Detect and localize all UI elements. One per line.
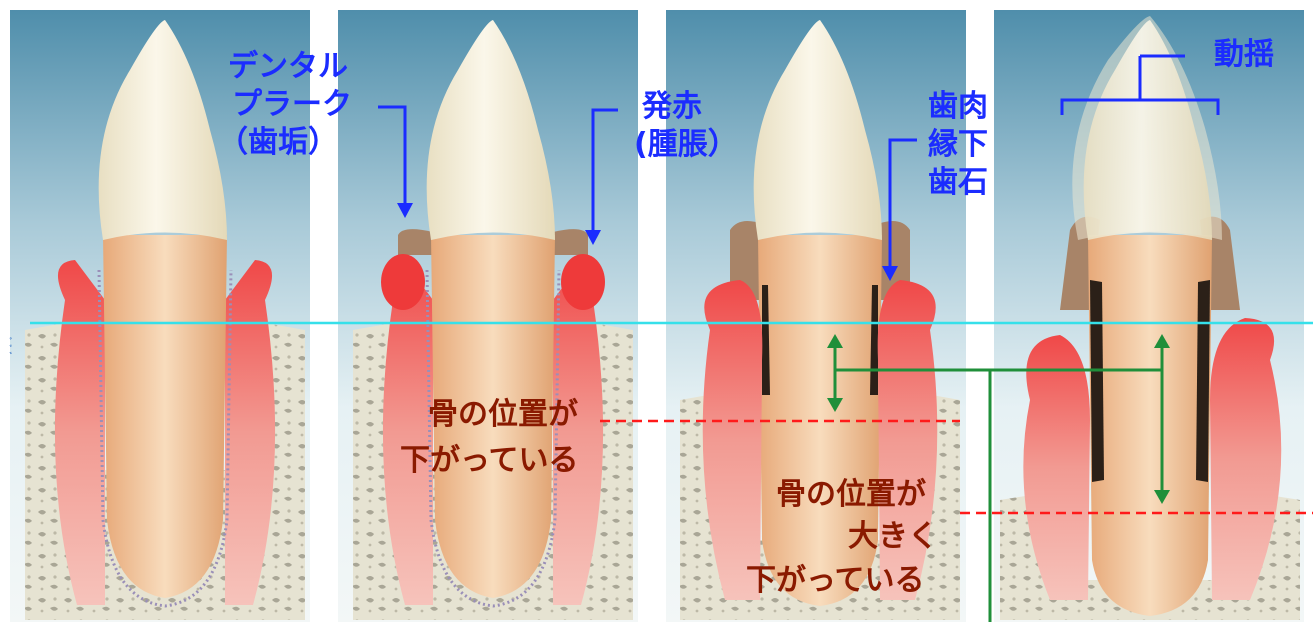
- label-bone-greatly-lowered-line1: 骨の位置が: [776, 477, 926, 512]
- label-redness-line2: (腫脹）: [634, 127, 738, 162]
- label-plaque-line1: デンタル: [228, 49, 348, 84]
- edge-mark: ﾞ ﾞ ﾞ: [0, 337, 12, 356]
- swollen-gum-right: [561, 254, 605, 310]
- label-bone-greatly-lowered-line3: 下がっている: [746, 563, 925, 598]
- label-calculus-line2: 縁下: [928, 127, 988, 162]
- label-calculus-line1: 歯肉: [928, 89, 988, 124]
- label-calculus-line3: 歯石: [928, 165, 988, 200]
- swollen-gum-left: [381, 254, 425, 310]
- label-bone-greatly-lowered-line2: 大きく: [848, 519, 938, 554]
- label-plaque-line3: （歯垢）: [218, 125, 338, 160]
- label-redness-line1: 発赤: [641, 89, 702, 124]
- label-bone-lowered-line2: 下がっている: [400, 443, 579, 478]
- label-bone-lowered-line1: 骨の位置が: [428, 397, 578, 432]
- label-plaque-line2: プラーク: [232, 87, 352, 122]
- plaque-deposit-right: [553, 229, 588, 255]
- plaque-deposit-left: [398, 229, 433, 255]
- label-mobility: 動揺: [1214, 37, 1274, 72]
